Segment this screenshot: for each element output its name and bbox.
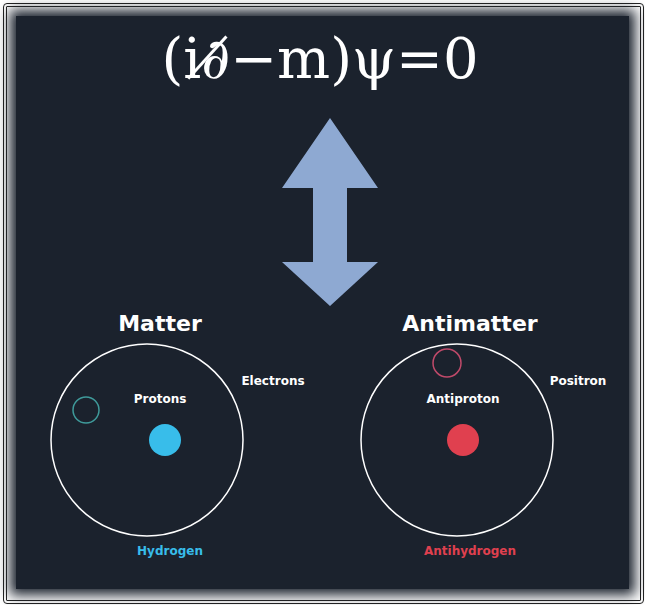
dark-panel — [16, 16, 629, 589]
atom-name: Antihydrogen — [424, 544, 516, 558]
equation-title: (i∂̸−m)ψ=0 — [161, 26, 478, 91]
positron — [433, 349, 461, 377]
atom-name: Hydrogen — [137, 544, 203, 558]
particle-label: Positron — [550, 374, 607, 388]
section-heading: Antimatter — [402, 311, 537, 336]
proton-nucleus — [149, 424, 181, 456]
electron — [73, 397, 99, 423]
particle-label: Electrons — [241, 374, 304, 388]
particle-label: Antiproton — [427, 392, 500, 406]
section-heading: Matter — [118, 311, 202, 336]
double-arrow — [282, 118, 378, 306]
electron-orbit — [51, 344, 243, 536]
particle-label: Protons — [134, 392, 187, 406]
antiproton-nucleus — [447, 424, 479, 456]
positron-orbit — [361, 344, 553, 536]
